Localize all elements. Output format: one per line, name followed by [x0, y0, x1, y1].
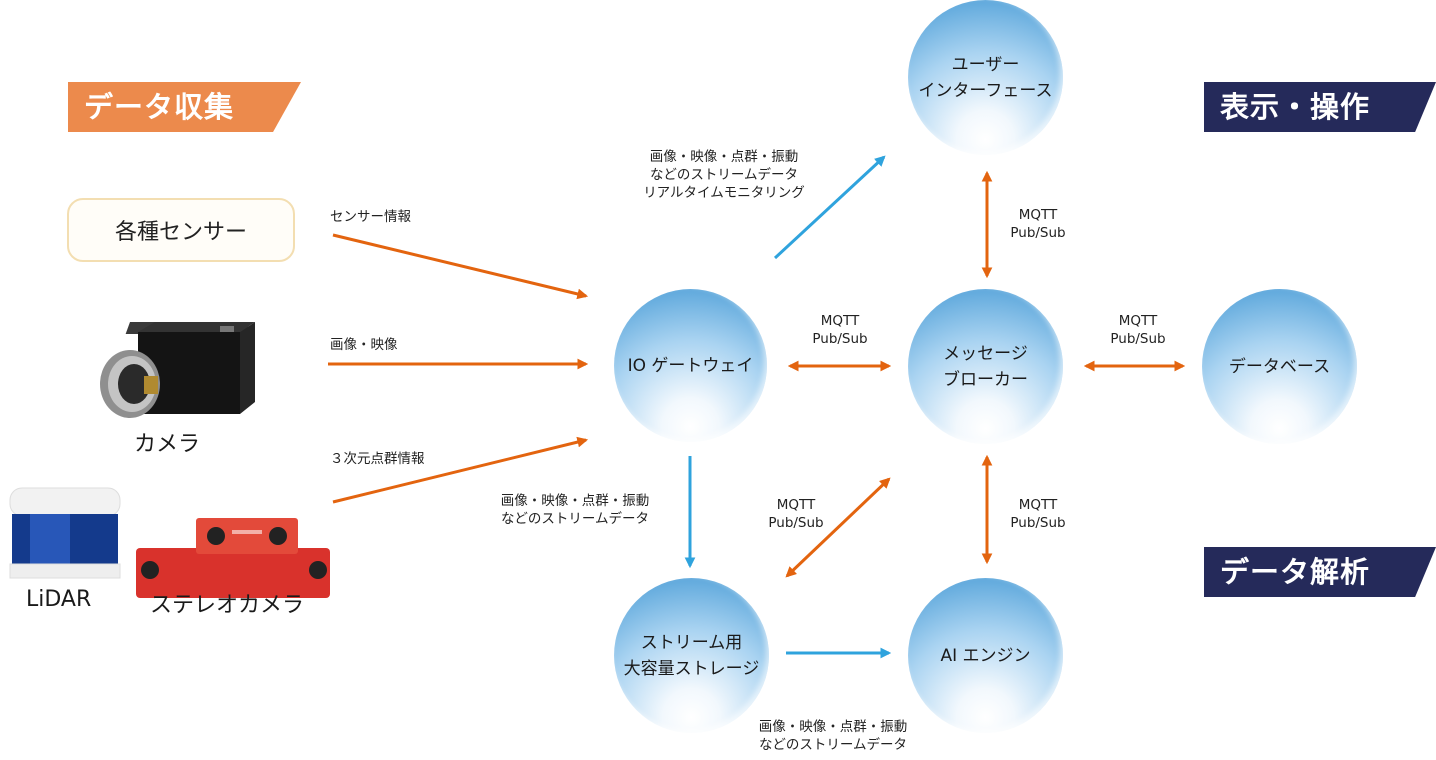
- banner-data-collection: データ収集: [68, 82, 301, 132]
- label-ui-stream-line1: 画像・映像・点群・振動: [649, 149, 799, 165]
- node-ai-engine: AI エンジン: [908, 578, 1063, 733]
- label-sensor-info: センサー情報: [330, 209, 411, 225]
- lidar-label: LiDAR: [26, 587, 92, 612]
- label-mqtt-broker-ai: MQTT Pub/Sub: [990, 496, 1086, 532]
- arrow-gateway-to-ui: [773, 155, 886, 260]
- label-image-video: 画像・映像: [330, 337, 398, 353]
- pubsub-label: Pub/Sub: [768, 515, 824, 531]
- label-storage-ai-line2: などのストリームデータ: [758, 737, 908, 753]
- mqtt-label: MQTT: [1018, 497, 1058, 513]
- mqtt-label: MQTT: [776, 497, 816, 513]
- label-ui-stream-line3: リアルタイムモニタリング: [643, 185, 805, 201]
- node-broker-line1: メッセージ: [943, 343, 1028, 364]
- node-ui-line2: インターフェース: [918, 80, 1053, 101]
- stereo-camera-label: ステレオカメラ: [150, 593, 305, 618]
- label-ui-stream: 画像・映像・点群・振動 などのストリームデータ リアルタイムモニタリング: [614, 148, 834, 202]
- mqtt-label: MQTT: [1018, 207, 1058, 223]
- banner-display-operation: 表示・操作: [1204, 82, 1436, 132]
- mqtt-label: MQTT: [820, 313, 860, 329]
- stereo-camera-image: [136, 518, 330, 598]
- label-mqtt-gateway-broker: MQTT Pub/Sub: [792, 312, 888, 348]
- lidar-image: [9, 487, 121, 579]
- node-database: データベース: [1202, 289, 1357, 444]
- camera-label: カメラ: [134, 432, 201, 457]
- sensors-box: 各種センサー: [67, 198, 295, 262]
- node-storage-line2: 大容量ストレージ: [623, 658, 760, 679]
- node-io-gateway: IO ゲートウェイ: [614, 289, 767, 442]
- node-broker-line2: ブローカー: [943, 369, 1028, 390]
- arrow-pointcloud-to-gateway: [332, 436, 589, 504]
- node-database-label: データベース: [1228, 356, 1331, 377]
- sensors-label: 各種センサー: [114, 220, 247, 245]
- arrow-storage-broker: [785, 477, 891, 578]
- label-storage-ai-line1: 画像・映像・点群・振動: [758, 719, 908, 735]
- banner-data-analysis: データ解析: [1204, 547, 1436, 597]
- node-ui-line1: ユーザー: [951, 54, 1020, 75]
- label-storage-ai: 画像・映像・点群・振動 などのストリームデータ: [730, 718, 936, 754]
- label-gateway-storage: 画像・映像・点群・振動 などのストリームデータ: [472, 492, 678, 528]
- label-pointcloud-info: ３次元点群情報: [330, 451, 425, 467]
- label-ui-stream-line2: などのストリームデータ: [649, 167, 799, 183]
- node-stream-storage: ストリーム用 大容量ストレージ: [614, 578, 769, 733]
- label-mqtt-storage-broker: MQTT Pub/Sub: [748, 496, 844, 532]
- node-storage-line1: ストリーム用: [640, 632, 743, 653]
- label-gw-storage-line1: 画像・映像・点群・振動: [500, 493, 650, 509]
- arrow-sensor-to-gateway: [332, 233, 589, 300]
- pubsub-label: Pub/Sub: [1110, 331, 1166, 347]
- node-user-interface: ユーザー インターフェース: [908, 0, 1063, 155]
- label-gw-storage-line2: などのストリームデータ: [500, 511, 650, 527]
- label-mqtt-ui-broker: MQTT Pub/Sub: [990, 206, 1086, 242]
- pubsub-label: Pub/Sub: [1010, 225, 1066, 241]
- label-mqtt-broker-db: MQTT Pub/Sub: [1090, 312, 1186, 348]
- camera-image: [100, 322, 255, 418]
- mqtt-label: MQTT: [1118, 313, 1158, 329]
- pubsub-label: Pub/Sub: [1010, 515, 1066, 531]
- node-io-gateway-label: IO ゲートウェイ: [627, 355, 754, 376]
- node-message-broker: メッセージ ブローカー: [908, 289, 1063, 444]
- node-ai-label: AI エンジン: [940, 645, 1031, 666]
- pubsub-label: Pub/Sub: [812, 331, 868, 347]
